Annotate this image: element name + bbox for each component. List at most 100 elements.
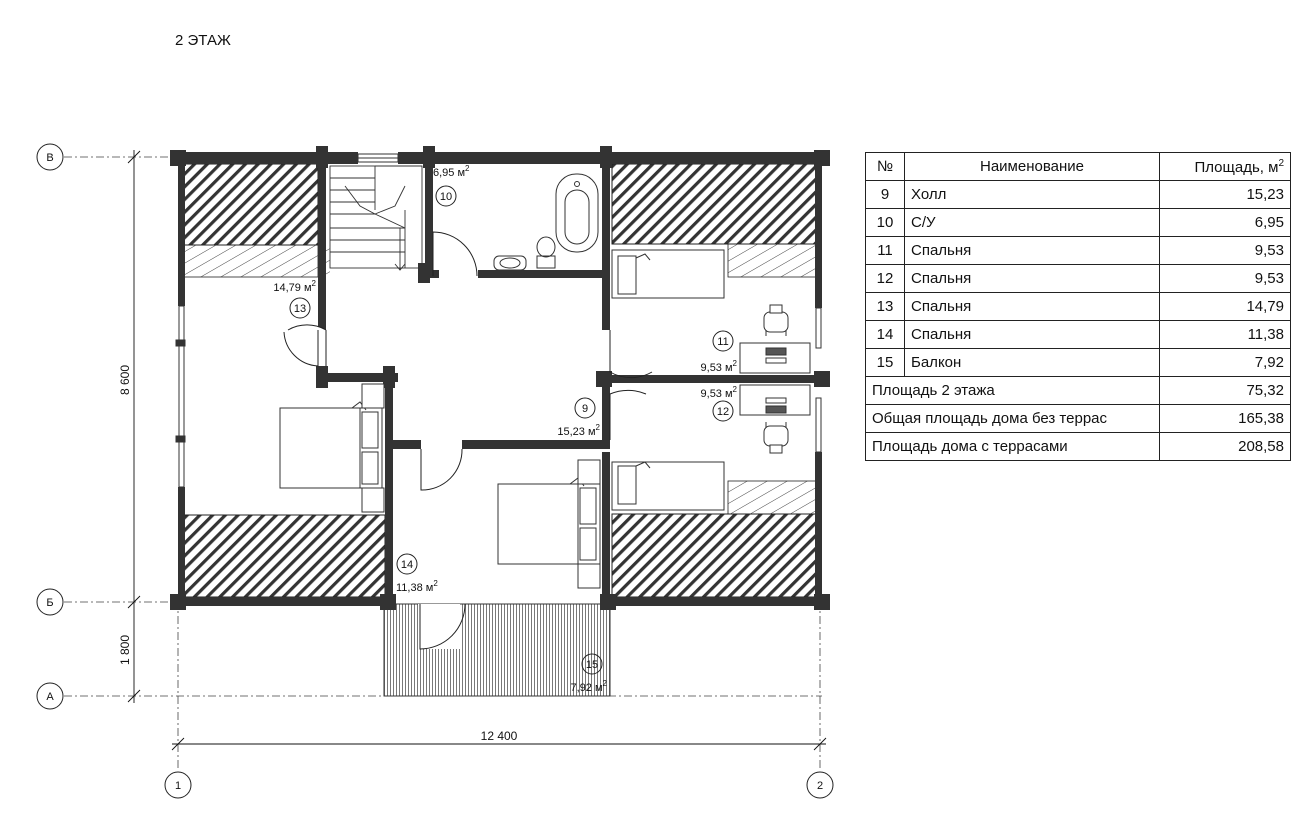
chair-icon-room12 (763, 422, 789, 454)
row-area: 11,38 (1159, 320, 1291, 349)
room-number-bubble (289, 297, 311, 319)
axis-bubble-v: В (36, 143, 64, 171)
row-no: 11 (865, 236, 905, 265)
windows (175, 153, 822, 488)
row-area: 6,95 (1159, 208, 1291, 237)
row-area: 14,79 (1159, 292, 1291, 321)
toilet-icon (536, 236, 556, 269)
summary-label: Площадь 2 этажа (865, 376, 1160, 405)
table-header-row: № Наименование Площадь, м2 (865, 152, 1291, 181)
bed-icon-room13 (279, 401, 383, 489)
room-label-15: 15 7,92 м2 (571, 653, 608, 694)
room-area: 11,38 м2 (396, 579, 438, 594)
room-area: 6,95 м2 (433, 164, 470, 179)
row-area: 15,23 (1159, 180, 1291, 209)
room-number-bubble (435, 185, 457, 207)
bed-icon-room14 (497, 477, 601, 565)
dimension-lines (127, 150, 827, 751)
room-label-11: 11 9,53 м2 (701, 330, 738, 374)
desk-icon-room11 (739, 342, 811, 374)
dim-depth-main: 8 600 (118, 365, 132, 395)
row-name: Холл (904, 180, 1160, 209)
header-area: Площадь, м2 (1159, 152, 1291, 181)
room-number-bubble (396, 553, 418, 575)
door-room13-swing (283, 330, 319, 367)
room-number: 11 (717, 336, 728, 348)
summary-label: Площадь дома с террасами (865, 432, 1160, 461)
row-no: 10 (865, 208, 905, 237)
axis-bubble-2: 2 (806, 771, 834, 799)
axis-bubble-a: А (36, 682, 64, 710)
room-number: 15 (586, 659, 598, 671)
row-name: Балкон (904, 348, 1160, 377)
floor-plan: 8 600 1 800 12 400 В Б А 1 2 (36, 143, 834, 799)
row-area: 9,53 (1159, 236, 1291, 265)
sink-icon (493, 255, 527, 271)
row-no: 15 (865, 348, 905, 377)
axis-bubble-b: Б (36, 588, 64, 616)
page-title: 2 ЭТАЖ (175, 32, 231, 49)
room-number: 13 (294, 303, 306, 315)
room-area: 14,79 м2 (273, 279, 316, 294)
room-number-bubble (712, 400, 734, 422)
bed-icon-room11 (611, 249, 725, 299)
room-number-bubble (712, 330, 734, 352)
row-name: Спальня (904, 236, 1160, 265)
log-end-stubs (170, 146, 830, 610)
row-no: 9 (865, 180, 905, 209)
room-area: 15,23 м2 (557, 423, 600, 438)
staircase (329, 165, 423, 271)
row-name: С/У (904, 208, 1160, 237)
header-name: Наименование (904, 152, 1160, 181)
room-area: 9,53 м2 (701, 359, 738, 374)
chair-icon-room11 (763, 304, 789, 336)
summary-value: 75,32 (1159, 376, 1291, 405)
row-no: 12 (865, 264, 905, 293)
axis-bubble-1: 1 (164, 771, 192, 799)
room-number: 14 (401, 559, 413, 571)
room-number: 10 (440, 191, 452, 203)
room-number: 12 (717, 406, 729, 418)
bathtub-icon (555, 173, 599, 253)
room-label-10: 10 6,95 м2 (433, 164, 470, 207)
row-name: Спальня (904, 264, 1160, 293)
row-name: Спальня (904, 292, 1160, 321)
door-swings (287, 231, 653, 491)
summary-value: 165,38 (1159, 404, 1291, 433)
dim-depth-balcony: 1 800 (118, 635, 132, 665)
summary-value: 208,58 (1159, 432, 1291, 461)
attic-hatched-zones (183, 163, 817, 598)
desk-icon-room12 (739, 384, 811, 416)
row-name: Спальня (904, 320, 1160, 349)
room-labels: 9 15,23 м2 10 6,95 м2 11 9,53 м2 12 9,53 м2 13 14… (273, 164, 737, 694)
svg-text:А: А (46, 691, 54, 703)
room-label-13: 13 14,79 м2 (273, 279, 317, 319)
room-area: 7,92 м2 (571, 679, 608, 694)
svg-text:2: 2 (817, 780, 823, 792)
room-label-12: 12 9,53 м2 (701, 385, 738, 422)
bed-icon-room12 (611, 461, 725, 511)
header-no: № (865, 152, 905, 181)
room-number: 9 (582, 403, 588, 415)
row-no: 14 (865, 320, 905, 349)
room-area: 9,53 м2 (701, 385, 738, 400)
svg-text:В: В (46, 152, 53, 164)
balcony-door-swing (419, 603, 466, 650)
nightstands (361, 383, 601, 589)
row-area: 7,92 (1159, 348, 1291, 377)
room-label-9: 9 15,23 м2 (557, 397, 601, 438)
svg-text:Б: Б (46, 597, 53, 609)
room-number-bubble (574, 397, 596, 419)
summary-label: Общая площадь дома без террас (865, 404, 1160, 433)
row-no: 13 (865, 292, 905, 321)
